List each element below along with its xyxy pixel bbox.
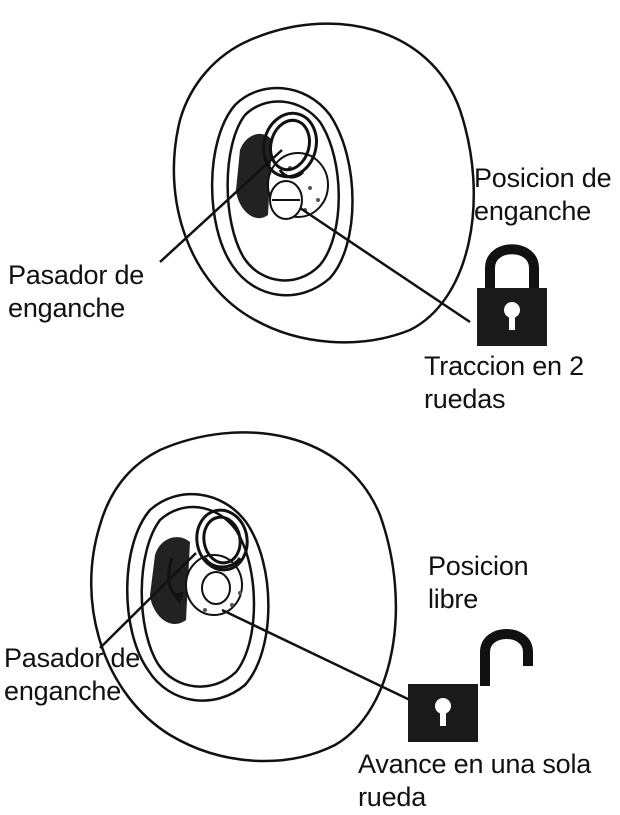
rotation-arrowhead-icon (172, 592, 184, 604)
wheel-engaged-illustration (159, 22, 547, 346)
engaged-mode-label-line1: Traccion en 2 (424, 351, 584, 381)
padlock-open-icon (408, 629, 533, 742)
padlock-closed-icon (477, 244, 547, 346)
free-mode-label-line2: rueda (358, 782, 427, 812)
free-state-label-line1: Posicion (428, 551, 529, 581)
engaged-state-label-line1: Posicion de (474, 163, 612, 193)
lock-leader-line-free (221, 608, 411, 702)
free-state-label: Posicion libre (428, 550, 529, 616)
hub-engaged (267, 152, 329, 220)
engaged-pin-label-line2: enganche (8, 293, 126, 323)
engaged-pin-label-line1: Pasador de (8, 260, 145, 290)
free-pin-label: Pasador de enganche (4, 642, 140, 708)
pin-ring-free (195, 508, 249, 572)
free-pin-label-line1: Pasador de (4, 643, 141, 673)
engaged-state-label: Posicion de enganche (474, 162, 612, 228)
wheel-free-illustration (90, 431, 533, 763)
engaged-pin-label: Pasador de enganche (8, 259, 144, 325)
free-mode-label: Avance en una sola rueda (358, 748, 591, 814)
engaged-mode-label: Traccion en 2 ruedas (424, 350, 584, 416)
pin-leader-line-free (99, 552, 197, 649)
engaged-mode-label-line2: ruedas (424, 384, 506, 414)
free-state-label-line2: libre (428, 584, 479, 614)
pin-leader-line-engaged (159, 149, 283, 263)
engaged-panel: Posicion de enganche Pasador de enganche… (8, 22, 612, 414)
tire-free (90, 431, 398, 763)
pin-ring-engaged (262, 111, 318, 179)
engaged-state-label-line2: enganche (474, 196, 592, 226)
free-panel: Posicion libre Pasador de enganche Avanc… (0, 410, 620, 815)
free-mode-label-line1: Avance en una sola (358, 749, 592, 779)
lock-leader-line-engaged (299, 206, 471, 324)
free-pin-label-line2: enganche (4, 676, 122, 706)
